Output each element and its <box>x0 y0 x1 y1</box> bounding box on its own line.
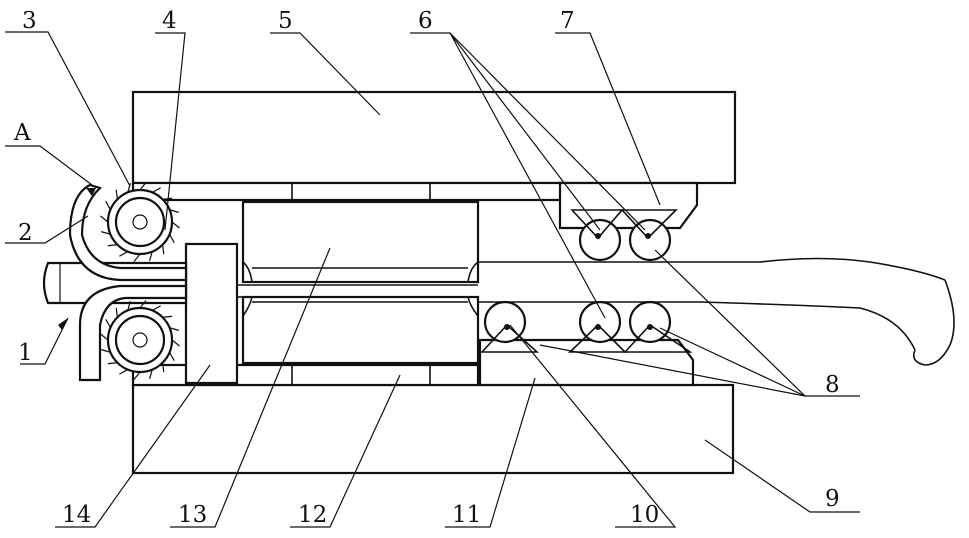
brush-bristle <box>163 245 164 255</box>
label-a: A <box>13 120 31 146</box>
brush-bristle <box>134 254 140 262</box>
brush-bristle <box>100 334 108 340</box>
brush-bristle <box>119 370 127 375</box>
brush-bristle <box>106 201 111 209</box>
top-frame-block <box>133 92 735 183</box>
label-7: 7 <box>560 8 575 34</box>
label-11: 11 <box>452 502 481 528</box>
brush-bristle <box>170 352 175 360</box>
label-10: 10 <box>630 502 659 528</box>
upper-die-block <box>243 202 478 282</box>
label-6: 6 <box>418 8 433 34</box>
brush-bristle <box>116 308 117 318</box>
label-8: 8 <box>825 372 840 398</box>
lower-die-block <box>243 297 478 363</box>
lower-brush-roller <box>108 308 172 372</box>
brush-bristle <box>116 190 117 200</box>
tube-upper-edge <box>478 259 945 281</box>
label-13: 13 <box>178 502 207 528</box>
brush-bristle <box>106 319 111 327</box>
lower-mount-plate <box>133 365 478 385</box>
bottom-frame-block <box>133 385 733 473</box>
brush-bristle <box>172 340 180 346</box>
label-3: 3 <box>22 8 37 34</box>
label-9: 9 <box>825 486 840 512</box>
brush-bristle <box>152 306 160 311</box>
label-5: 5 <box>278 8 293 34</box>
label-4: 4 <box>162 8 177 34</box>
upper-roller-housing <box>560 183 697 228</box>
label-1: 1 <box>18 340 33 366</box>
brush-bristle <box>119 252 127 257</box>
brush-bristle <box>172 222 180 228</box>
label-14: 14 <box>62 502 91 528</box>
label-12: 12 <box>298 502 327 528</box>
brush-bristle <box>108 245 118 246</box>
lower-roller-housing <box>480 340 693 385</box>
brush-bristle <box>100 216 108 222</box>
side-guide-block <box>186 244 237 383</box>
upper-mount-plate <box>133 183 565 200</box>
brush-bristle <box>170 234 175 242</box>
brush-bristle <box>163 316 173 317</box>
brush-bristle <box>108 363 118 364</box>
label-2: 2 <box>18 220 33 246</box>
upper-brush-roller <box>108 190 172 254</box>
